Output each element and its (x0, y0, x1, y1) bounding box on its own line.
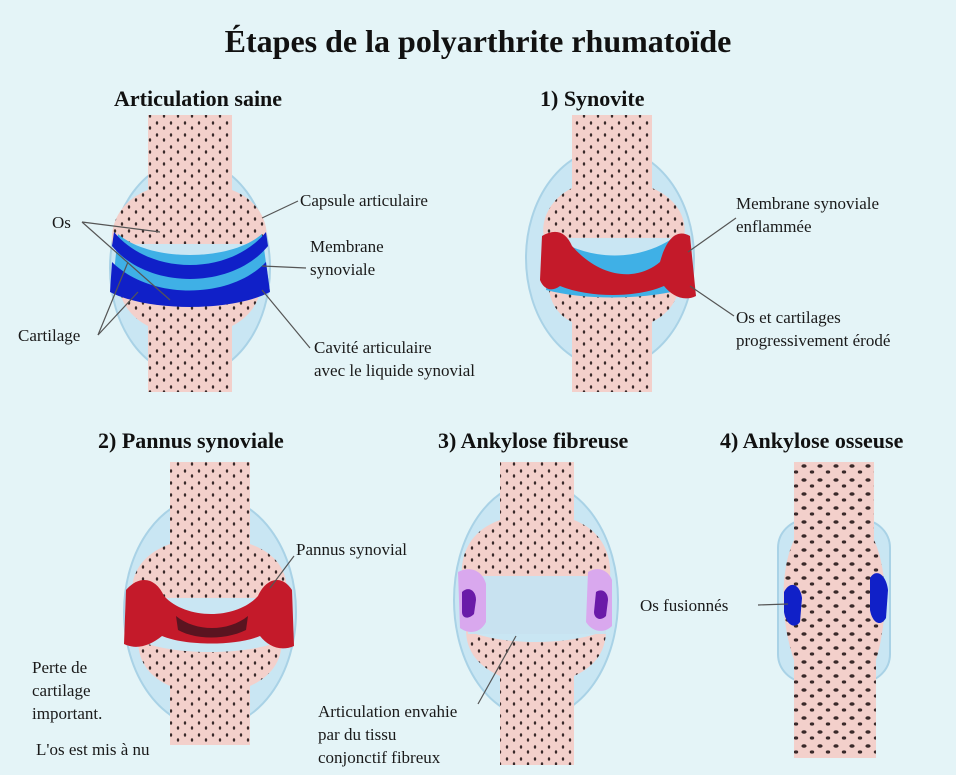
heading-pannus: 2) Pannus synoviale (98, 428, 284, 454)
label-inflamed-membrane: Membrane synoviale enflammée (736, 192, 879, 238)
label-pannus: Pannus synovial (296, 538, 407, 561)
residual-cartilage-right (870, 573, 888, 623)
label-cartilage: Cartilage (18, 324, 80, 347)
joint-healthy (82, 115, 310, 392)
heading-healthy-joint: Articulation saine (114, 86, 282, 112)
label-bone: Os (52, 211, 71, 234)
heading-fibrous-ankylosis: 3) Ankylose fibreuse (438, 428, 628, 454)
fibrous-tissue (468, 576, 606, 634)
lower-bone (466, 630, 606, 765)
joint-pannus (124, 462, 296, 745)
fibrous-core-right (594, 590, 608, 619)
fibrous-core-left (462, 589, 476, 617)
heading-synovitis: 1) Synovite (540, 86, 645, 112)
label-fibrous-tissue: Articulation envahie par du tissu conjon… (318, 700, 457, 769)
label-synovial-membrane: Membrane synoviale (310, 235, 384, 281)
heading-bony-ankylosis: 4) Ankylose osseuse (720, 428, 903, 454)
diagram-title: Étapes de la polyarthrite rhumatoïde (0, 22, 956, 60)
joint-fibrous-ankylosis (454, 462, 618, 765)
joint-synovitis (526, 115, 736, 392)
upper-bone (112, 115, 267, 244)
label-eroded-bone-cartilage: Os et cartilages progressivement érodé (736, 306, 890, 352)
label-bone-exposed: L'os est mis à nu (36, 738, 150, 761)
label-joint-cavity: Cavité articulaire avec le liquide synov… (314, 336, 475, 382)
label-joint-capsule: Capsule articulaire (300, 189, 428, 212)
joint-bony-ankylosis (758, 462, 890, 758)
residual-cartilage-left (784, 585, 802, 626)
label-fused-bone: Os fusionnés (640, 594, 728, 617)
label-cartilage-loss: Perte de cartilage important. (32, 656, 102, 725)
